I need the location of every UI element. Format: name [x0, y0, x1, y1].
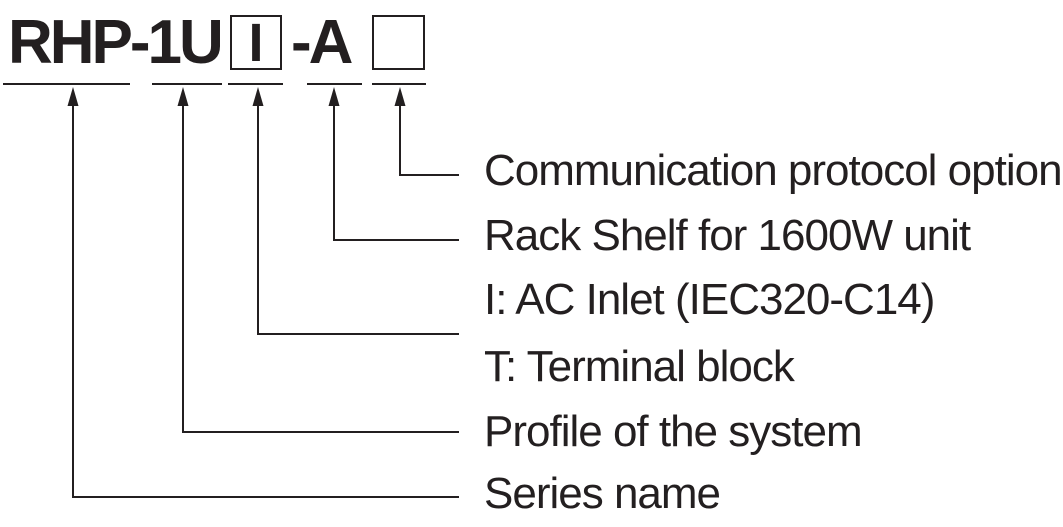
callout-ac-inlet: I: AC Inlet (IEC320-C14): [484, 275, 935, 324]
arrowhead-series-icon: [67, 87, 79, 106]
arrowhead-profile-icon: [177, 87, 189, 106]
arrowhead-protocol-icon: [394, 87, 406, 106]
callout-communication-protocol: Communication protocol option: [484, 146, 1063, 195]
model-code-shelf-suffix: -A: [291, 8, 353, 77]
arrowhead-shelf-icon: [328, 87, 340, 106]
io-option-value: I: [248, 12, 264, 73]
protocol-option-box: [372, 15, 425, 70]
callout-profile: Profile of the system: [484, 407, 863, 456]
leader-series: [72, 100, 459, 498]
io-option-box: I: [230, 15, 282, 70]
leader-profile: [182, 100, 459, 433]
callout-series-name: Series name: [484, 469, 721, 518]
leader-protocol: [399, 100, 459, 176]
model-code-series-profile: RHP-1U: [8, 8, 224, 77]
leader-io: [257, 100, 459, 335]
arrowhead-io-icon: [252, 87, 264, 106]
callout-terminal-block: T: Terminal block: [484, 342, 795, 391]
callout-rack-shelf: Rack Shelf for 1600W unit: [484, 211, 971, 260]
leader-shelf: [333, 100, 459, 241]
